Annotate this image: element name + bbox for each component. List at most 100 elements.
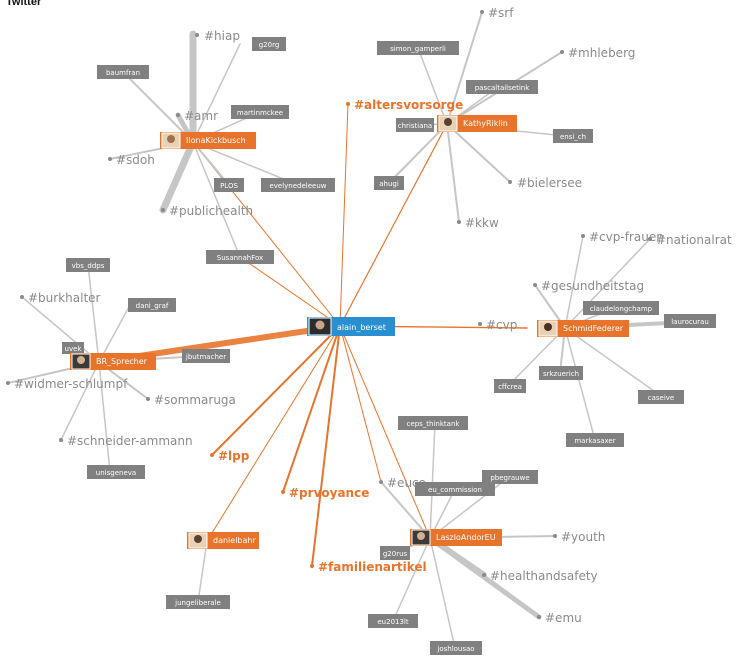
- edge: [507, 327, 566, 387]
- account-label: g20rus: [383, 550, 408, 558]
- edge: [98, 361, 111, 473]
- edge: [192, 141, 299, 186]
- hashtag-hiap[interactable]: #hiap: [204, 29, 240, 43]
- hashtag-emu[interactable]: #emu: [545, 611, 582, 625]
- hashtag-prevoyance[interactable]: #prvoyance: [289, 486, 369, 500]
- hashtag-gesundheitstag[interactable]: #gesundheitstag: [541, 279, 644, 293]
- account-node-pbegrauwe[interactable]: pbegrauwe: [482, 470, 538, 484]
- hub-label: BR_Sprecher: [96, 357, 148, 366]
- hashtag-cvp-frauen[interactable]: #cvp-frauen: [589, 230, 664, 244]
- hashtag-nationalrat[interactable]: #nationalrat: [656, 233, 732, 247]
- account-node-laurocurau[interactable]: laurocurau: [664, 314, 716, 328]
- account-label: laurocurau: [671, 318, 709, 326]
- hashtag-mhleberg[interactable]: #mhleberg: [568, 46, 635, 60]
- account-node-ensi-ch[interactable]: ensi_ch: [553, 129, 593, 143]
- account-label: ceps_thinktank: [407, 420, 461, 428]
- account-node-plos[interactable]: PLOS: [214, 178, 244, 192]
- hub-node-br-sprecher[interactable]: BR_Sprecher: [70, 353, 156, 370]
- account-node-pascal[interactable]: pascaltailsetink: [466, 80, 538, 94]
- account-node-g20rg[interactable]: g20rg: [252, 37, 286, 51]
- hashtag-burkhalter[interactable]: #burkhalter: [28, 291, 101, 305]
- edge: [339, 325, 431, 539]
- edge: [429, 422, 436, 539]
- account-node-eu-commission[interactable]: eu_commission: [415, 482, 495, 496]
- page-title: Twitter: [6, 0, 42, 8]
- edge: [446, 11, 483, 125]
- account-node-dani-graf[interactable]: dani_graf: [128, 298, 176, 312]
- account-node-baumfran[interactable]: baumfran: [97, 65, 149, 79]
- hashtag-widmer-schlumpf[interactable]: #widmer-schlumpf: [14, 377, 128, 391]
- account-node-srkzuerich[interactable]: srkzuerich: [539, 366, 583, 380]
- hashtag-bielersee[interactable]: #bielersee: [517, 176, 582, 190]
- edge: [564, 327, 662, 397]
- hub-node-alain-berset[interactable]: alain_berset: [307, 317, 395, 336]
- hashtag-youth[interactable]: #youth: [561, 530, 605, 544]
- hashtag-familienartikel[interactable]: #familienartikel: [318, 560, 427, 574]
- hashtag-cvp[interactable]: #cvp: [486, 318, 517, 332]
- edge: [159, 138, 197, 214]
- hashtag-altersvorsorge[interactable]: #altersvorsorge: [354, 98, 463, 112]
- account-label: jungeliberale: [174, 599, 221, 607]
- account-label: PLOS: [220, 182, 238, 190]
- hashtag-sdoh[interactable]: #sdoh: [116, 153, 155, 167]
- edge: [192, 141, 230, 186]
- hub-node-ilonakickbusch[interactable]: IlonaKickbusch: [160, 132, 256, 149]
- hub-node-laszloandoreu[interactable]: LaszloAndorEU: [410, 529, 502, 546]
- account-label: g20rg: [259, 41, 280, 49]
- edge: [311, 325, 341, 567]
- hub-label: SchmidFederer: [563, 324, 624, 333]
- hashtag-publichealth[interactable]: #publichealth: [169, 204, 253, 218]
- hub-label: IlonaKickbusch: [186, 136, 246, 145]
- account-node-ahugi[interactable]: ahugi: [374, 176, 404, 190]
- account-node-martinmckee[interactable]: martinmckee: [231, 105, 289, 119]
- hub-node-kathyriklin[interactable]: KathyRiklin: [437, 115, 517, 132]
- edge: [239, 256, 341, 327]
- account-node-simon-gamperli[interactable]: simon_gamperli: [377, 41, 459, 55]
- account-node-vbs-ddps[interactable]: vbs_ddps: [66, 258, 110, 272]
- hashtag-lpp[interactable]: #lpp: [218, 449, 250, 463]
- account-node-ceps-thinktank[interactable]: ceps_thinktank: [398, 416, 468, 430]
- edge: [429, 537, 456, 649]
- account-node-christiana[interactable]: christiana: [396, 118, 434, 132]
- edge: [122, 71, 194, 143]
- account-node-g20rus[interactable]: g20rus: [380, 546, 410, 560]
- edge: [339, 103, 349, 327]
- hub-label: KathyRiklin: [463, 119, 508, 128]
- account-node-joshlousao[interactable]: joshlousao: [430, 641, 482, 655]
- account-label: baumfran: [106, 69, 140, 77]
- account-node-jbutmacher[interactable]: jbutmacher: [182, 349, 230, 363]
- hashtag-amr[interactable]: #amr: [184, 109, 218, 123]
- account-node-claudelongchamp[interactable]: claudelongchamp: [583, 301, 659, 315]
- account-label: dani_graf: [136, 302, 169, 310]
- hub-node-danielbahr[interactable]: danielbahr: [187, 532, 259, 549]
- account-node-uvek[interactable]: uvek: [62, 342, 84, 354]
- account-node-cffcrea[interactable]: cffcrea: [494, 379, 526, 393]
- hub-label: danielbahr: [213, 536, 256, 545]
- hashtag-kkw[interactable]: #kkw: [465, 216, 499, 230]
- account-node-markasaxer[interactable]: markasaxer: [566, 433, 624, 447]
- edge: [339, 123, 448, 327]
- edge: [60, 361, 100, 441]
- account-node-eu2013lt[interactable]: eu2013lt: [368, 614, 418, 628]
- account-nodes: baumfran g20rg martinmckee PLOS evelyned…: [62, 37, 716, 655]
- edge: [282, 325, 341, 493]
- account-node-jungeliberale[interactable]: jungeliberale: [166, 595, 230, 609]
- hashtag-sommaruga[interactable]: #sommaruga: [154, 393, 236, 407]
- hashtag-nodes: #hiap #amr #sdoh #publichealth #srf #mhl…: [6, 6, 732, 625]
- account-label: pascaltailsetink: [475, 84, 530, 92]
- account-label: eu_commission: [428, 486, 482, 494]
- hashtag-schneider-ammann[interactable]: #schneider-ammann: [67, 434, 193, 448]
- edge: [446, 123, 460, 223]
- hashtag-srf[interactable]: #srf: [488, 6, 514, 20]
- hashtag-healthandsafety[interactable]: #healthandsafety: [490, 569, 598, 583]
- account-label: caseive: [648, 394, 675, 402]
- account-node-susannahfox[interactable]: SusannahFox: [206, 250, 274, 264]
- account-node-evelynedeleeuw[interactable]: evelynedeleeuw: [261, 178, 335, 192]
- edge: [192, 141, 241, 258]
- hub-node-schmidfederer[interactable]: SchmidFederer: [537, 320, 629, 337]
- account-node-caseive[interactable]: caseive: [638, 390, 684, 404]
- edge: [211, 325, 341, 456]
- account-node-unisgeneva[interactable]: unisgeneva: [87, 465, 145, 479]
- edge: [192, 43, 241, 143]
